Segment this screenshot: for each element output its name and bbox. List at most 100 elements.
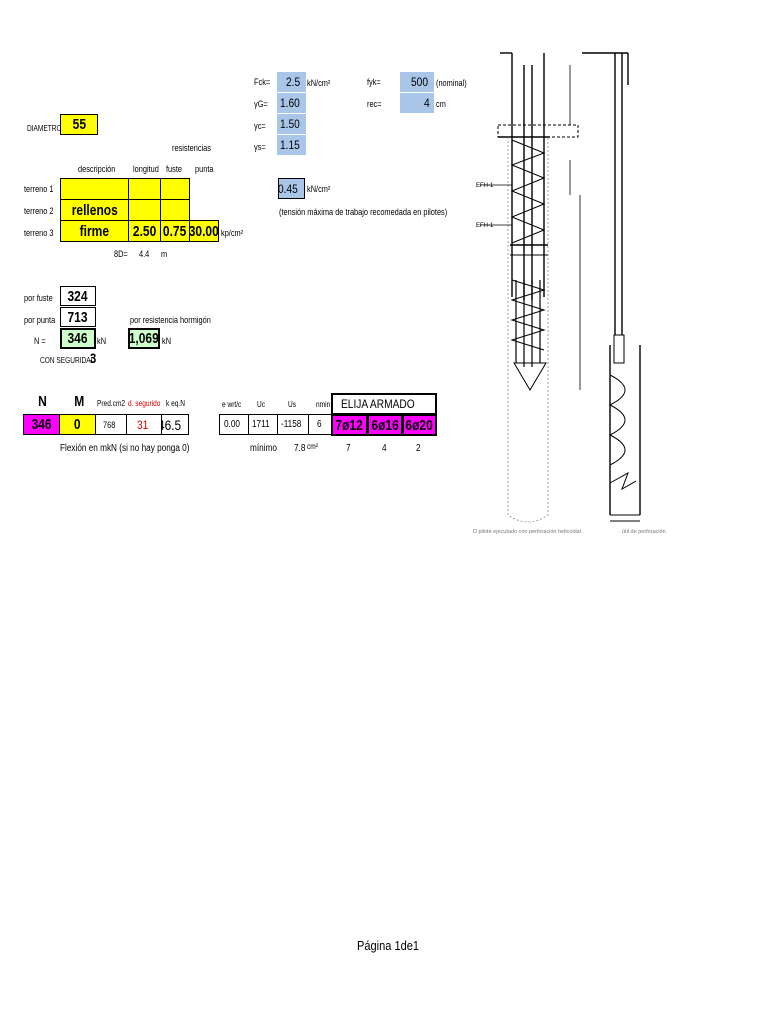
v-uc-cell: 1711 [248,414,278,435]
elija-armado-label: ELIJA ARMADO [340,397,415,411]
tension-value: 0.45 [278,181,298,196]
v-nmin-cell: 6 [308,414,332,435]
terreno3-label: terreno 3 [24,228,54,238]
fuste-capacity-label: por fuste [24,293,53,303]
elija-armado-header: ELIJA ARMADO [331,393,437,415]
diametro-cell[interactable]: 55 [60,114,98,135]
fck-cell[interactable]: 2.5 [277,72,306,92]
n-value: 346 [67,330,89,347]
hormigon-cell[interactable]: 1,069 [128,328,160,349]
h-n: N [38,393,47,410]
rec-cell[interactable]: 4 [400,93,434,113]
rec-unit: cm [436,99,446,109]
terreno2-fuste[interactable] [160,199,190,221]
count-3: 2 [416,443,421,454]
fyk-note: (nominal) [436,78,467,88]
hormigon-label: por resistencia hormigón [130,315,211,325]
yg-value: 1.60 [279,96,300,110]
v-nmin: 6 [317,419,322,430]
armado-option-3[interactable]: 6ø20 [402,414,437,436]
tension-cell[interactable]: 0.45 [278,178,305,199]
col-longitud: longitud [133,164,159,174]
punta-capacity-cell[interactable]: 713 [60,307,96,327]
punta-capacity-value: 713 [67,308,89,326]
eightd-unit: m [161,249,168,259]
terreno3-fuste[interactable]: 0.75 [160,220,190,242]
h-uc: Uc [257,400,266,409]
n-unit: kN [97,336,107,346]
caption-right: útil de perforación [622,529,666,535]
terreno1-label: terreno 1 [24,184,54,194]
fuste-capacity-cell[interactable]: 324 [60,286,96,306]
terreno3-longitud[interactable]: 2.50 [128,220,161,242]
col-descripcion: descripción [78,164,116,174]
terreno2-descripcion[interactable]: rellenos [60,199,129,221]
armado-option-1[interactable]: 7ø12 [331,414,368,436]
col-punta: punta [195,164,214,174]
v-pred: 768 [103,419,116,430]
diametro-label: DIAMETRO [27,124,62,133]
seguridad-value: 3 [90,350,97,366]
terreno3-descripcion[interactable]: firme [60,220,129,242]
yc-value: 1.50 [279,117,300,131]
h-dseg: d. segurido [128,399,161,408]
tension-unit: kN/cm² [307,184,331,194]
v-ewrt-cell: 0.00 [219,414,249,435]
n-cell[interactable]: 346 [60,328,96,349]
h-pred: Pred.cm2 [97,399,126,408]
v-dseg: 31 [137,417,149,432]
fck-unit: kN/cm² [307,78,331,88]
h-us: Us [288,400,297,409]
minimo-unit: cm² [307,442,318,451]
fck-label: Fck= [254,77,271,87]
count-1: 7 [346,443,351,454]
diametro-value: 55 [72,116,86,133]
terreno1-descripcion[interactable] [60,178,129,200]
v-pred-cell: 768 [95,414,127,435]
v-n-cell[interactable]: 346 [23,414,60,435]
eightd-label: 8D= [114,249,128,259]
hormigon-value: 1,069 [128,330,160,347]
ys-value: 1.15 [279,138,300,152]
ys-cell[interactable]: 1.15 [277,135,306,155]
fyk-cell[interactable]: 500 [400,72,434,92]
v-ewrt: 0.00 [224,419,241,430]
count-2: 4 [382,443,387,454]
v-us-cell: -1158 [277,414,309,435]
fyk-label: fyk= [367,77,381,87]
yg-cell[interactable]: 1.60 [277,93,306,113]
terreno3-punta[interactable]: 30.00 [189,220,219,242]
resistencias-header: resistencias [172,143,211,153]
pile-drawing: EFH-1 EFH-1 D pilote ejecutado con perfo… [473,52,666,535]
seguridad-label: CON SEGURIDAD [40,356,96,365]
rec-value: 4 [424,96,430,110]
yg-label: γG= [254,99,268,109]
terreno1-longitud[interactable] [128,178,161,200]
h-ewrt: e wrt/c [222,400,242,409]
v-uc: 1711 [252,419,270,430]
v-m: 0 [74,416,81,433]
v-m-cell[interactable]: 0 [59,414,96,435]
tension-note: (tensión máxima de trabajo recomedada en… [279,207,448,217]
h-m: M [74,393,85,410]
v-keqn-cell: 46.5 [161,414,189,435]
fuste-capacity-value: 324 [67,287,89,305]
ys-label: γs= [254,142,266,152]
terreno2-label: terreno 2 [24,206,54,216]
v-n: 346 [31,416,52,433]
v-dseg-cell: 31 [126,414,162,435]
flexion-note: Flexión en mkN (si no hay ponga 0) [60,443,190,454]
fyk-value: 500 [410,75,428,89]
efh1-label: EFH-1 [476,183,494,189]
terreno1-fuste[interactable] [160,178,190,200]
efh2-label: EFH-1 [476,223,494,229]
minimo-value: 7.8 [294,443,306,454]
caption-left: D pilote ejecutado con perforación helic… [473,529,581,535]
yc-cell[interactable]: 1.50 [277,114,306,134]
armado-option-2[interactable]: 6ø16 [367,414,403,436]
eightd-value: 4.4 [139,249,150,259]
terreno2-longitud[interactable] [128,199,161,221]
n-label: N = [34,336,46,346]
fck-value: 2.5 [286,75,301,89]
v-keqn: 46.5 [162,416,181,433]
